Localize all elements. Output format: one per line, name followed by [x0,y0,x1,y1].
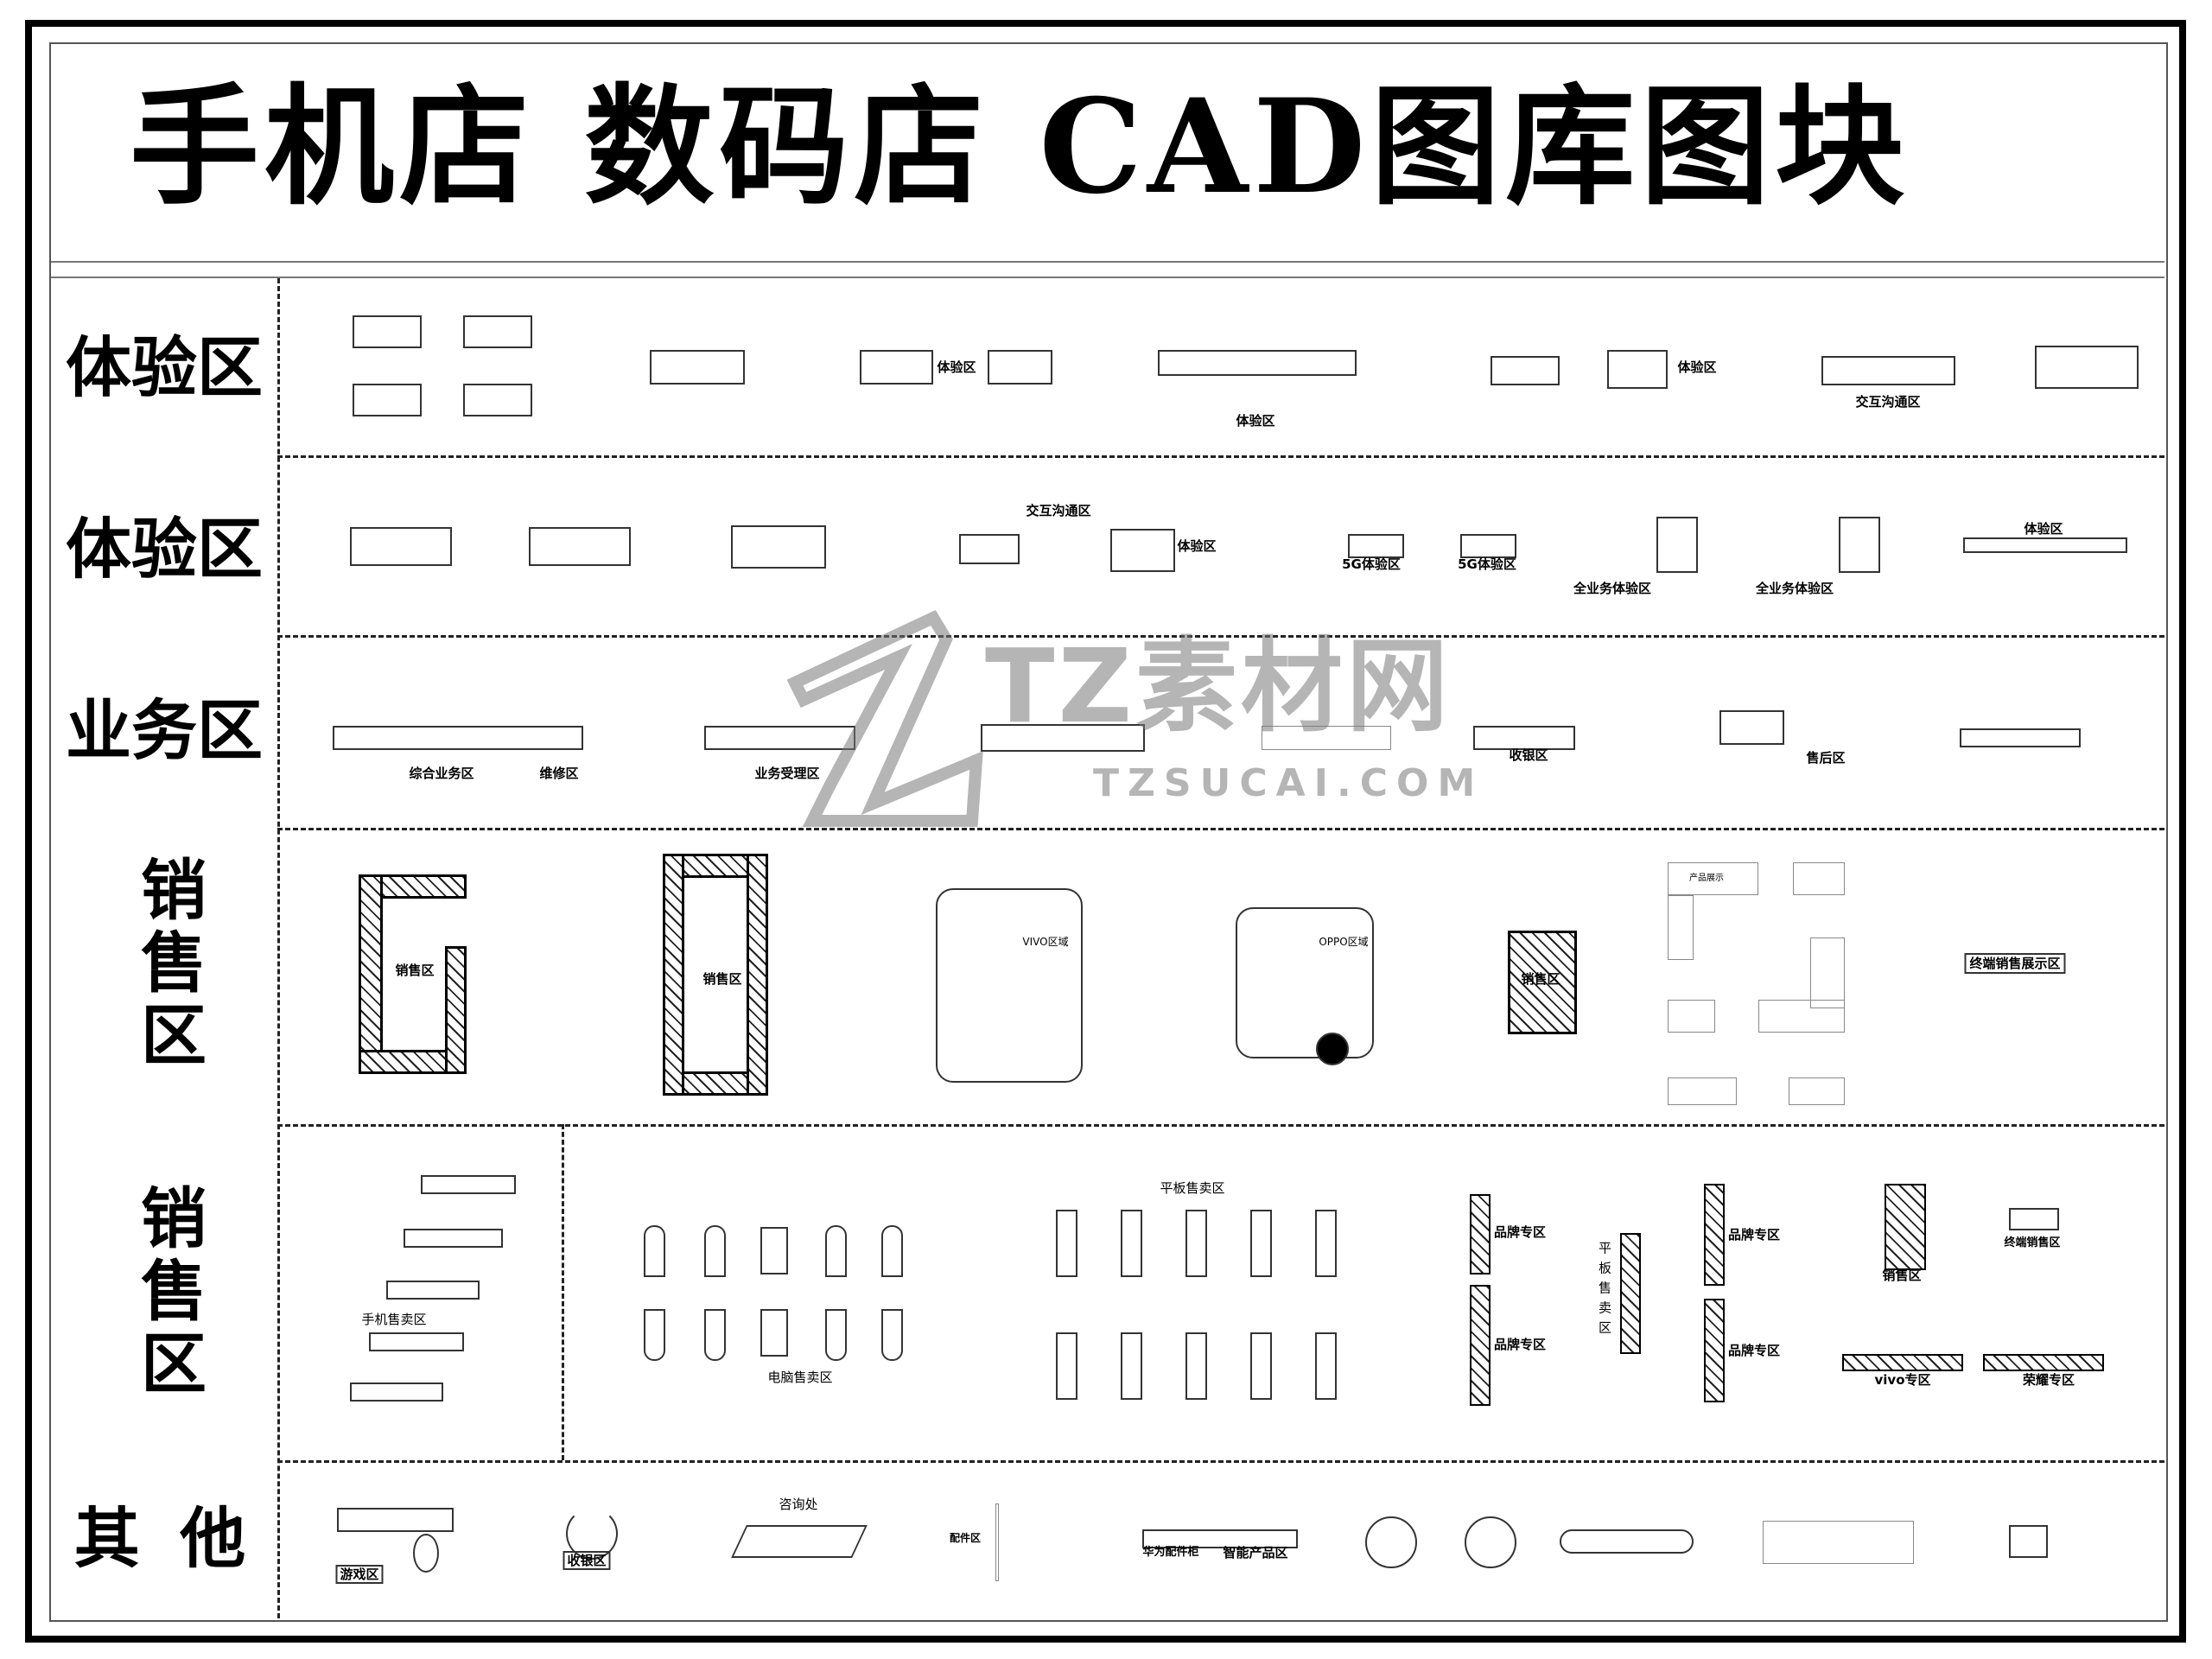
label-game-zone: 游戏区 [335,1565,384,1584]
label-sales-zone: 销售区 [1521,971,1560,987]
label-brand-zone: 品牌专区 [1727,1227,1781,1243]
outer-frame [25,20,2186,1643]
label-experience-zone: 体验区 [1677,359,1717,375]
label-vivo-area: VIVO区域 [1022,935,1069,948]
label-column-divider [277,278,280,1618]
watermark-logo-icon [786,609,983,827]
label-interaction-zone: 交互沟通区 [1855,394,1921,410]
row-divider [277,828,2164,830]
label-cashier-zone: 收银区 [563,1551,611,1570]
row-divider [277,1460,2164,1463]
label-consultation-desk: 咨询处 [779,1497,818,1512]
label-sales-zone: 销售区 [702,971,742,987]
title-divider [51,261,2164,263]
label-interaction-zone: 交互沟通区 [1026,503,1091,518]
label-brand-zone: 品牌专区 [1493,1337,1547,1352]
row-label-experience-2: 体验区 [66,511,263,588]
label-honor-zone: 荣耀专区 [2022,1372,2075,1388]
sub-section-divider [562,1124,564,1460]
label-repair-zone: 维修区 [539,766,579,781]
label-cashier-zone: 收银区 [1509,747,1548,763]
row-label-sales-1: 销售区 [130,855,207,1073]
label-phone-sales-zone: 手机售卖区 [361,1312,427,1327]
title-divider-2 [51,276,2164,278]
page-title: 手机店 数码店 CAD图库图块 [130,71,1910,223]
label-tablet-sales-zone: 平板售卖区 [1160,1180,1225,1196]
row-label-sales-2: 销售区 [130,1184,207,1402]
row-divider [277,1124,2164,1127]
label-terminal-display-zone: 终端销售展示区 [1964,953,2066,974]
row-label-other: 其 他 [73,1500,255,1577]
watermark-url-text: TZSUCAI.COM [1093,761,1484,805]
label-product-display: 产品展示 [1689,874,1724,883]
label-huawei-accessory-cabinet: 华为配件柜 [1142,1546,1199,1560]
label-experience-zone: 体验区 [1177,538,1217,554]
label-accessory-zone: 配件区 [949,1531,982,1544]
label-experience-zone: 体验区 [1236,413,1275,429]
label-general-business-zone: 综合业务区 [409,766,474,781]
label-experience-zone: 体验区 [937,359,976,375]
label-smart-products-zone: 智能产品区 [1223,1545,1288,1560]
row-label-business: 业务区 [66,692,263,769]
label-5g-zone: 5G体验区 [1458,556,1516,572]
row-divider [277,635,2164,638]
watermark-logo-text: TZ素材网 [985,626,1452,746]
label-brand-zone: 品牌专区 [1727,1343,1781,1358]
label-5g-zone: 5G体验区 [1342,556,1401,572]
label-brand-zone: 品牌专区 [1493,1224,1547,1240]
label-after-sales-zone: 售后区 [1806,750,1846,766]
label-full-service-zone: 全业务体验区 [1573,581,1652,596]
label-experience-zone: 体验区 [2024,521,2063,537]
label-acceptance-zone: 业务受理区 [754,766,820,781]
label-tablet-sales-zone-vertical: 平板售卖区 [1597,1241,1612,1341]
label-vivo-zone: vivo专区 [1874,1372,1931,1388]
row-label-experience-1: 体验区 [66,329,263,406]
label-sales-zone: 销售区 [1882,1268,1922,1283]
label-oppo-area: OPPO区域 [1319,935,1369,948]
label-full-service-zone: 全业务体验区 [1755,581,1834,596]
label-terminal-sales-zone: 终端销售区 [2004,1236,2061,1250]
row-divider [277,455,2164,458]
label-sales-zone: 销售区 [395,963,435,978]
inner-frame [49,42,2168,1622]
label-computer-sales-zone: 电脑售卖区 [767,1370,833,1385]
